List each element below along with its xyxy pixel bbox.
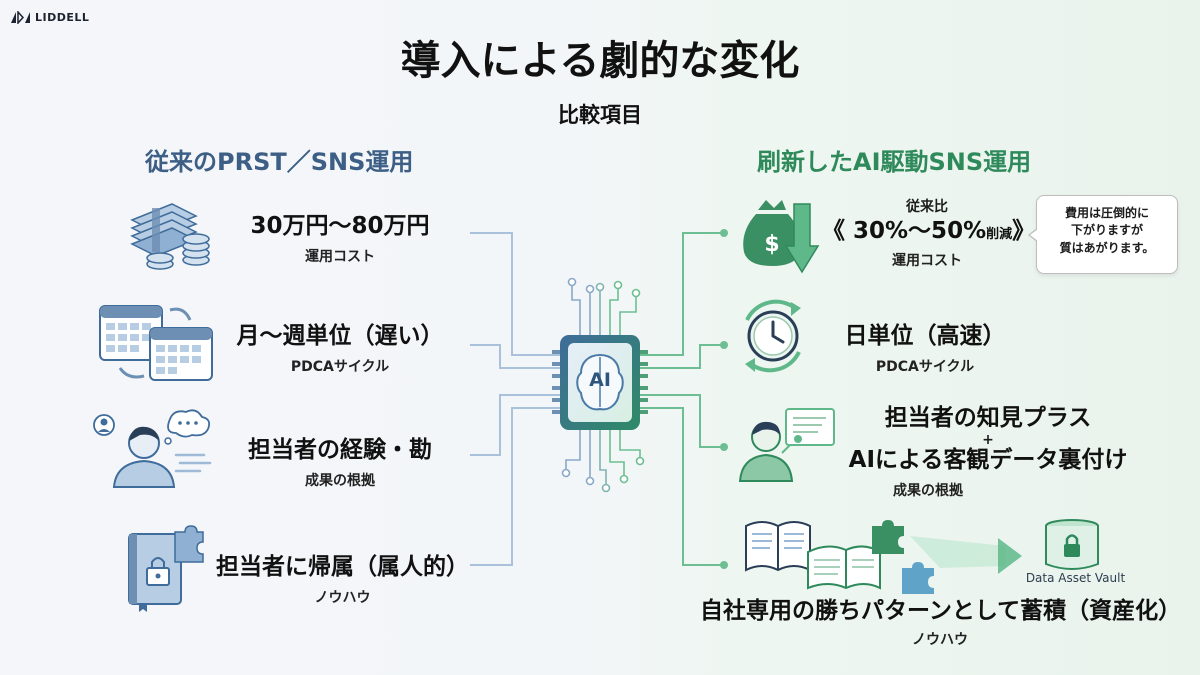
right-item-basis-sub: 成果の根拠: [893, 483, 963, 499]
vault-label: Data Asset Vault: [1025, 571, 1126, 585]
right-item-cost-pre: 従来比: [906, 199, 948, 215]
money-stack-icon: [130, 203, 210, 270]
callout-line-1: 費用は圧倒的に: [1064, 206, 1149, 220]
books-puzzle-vault-icon: [745, 520, 1022, 594]
left-item-knowhow-sub: ノウハウ: [314, 589, 371, 606]
svg-text:$: $: [764, 232, 779, 257]
page-title: 導入による劇的な変化: [400, 38, 800, 84]
left-item-cost-main: 30万円〜80万円: [250, 213, 430, 239]
page-subtitle: 比較項目: [558, 103, 642, 127]
person-thought-icon: [93, 409, 212, 488]
right-column-heading: 刷新したAI駆動SNS運用: [757, 148, 1032, 176]
data-vault-icon: [1045, 519, 1099, 570]
clock-cycle-icon: [745, 299, 801, 373]
person-document-icon: [738, 408, 835, 482]
left-item-basis-sub: 成果の根拠: [305, 472, 375, 489]
money-bag-down-icon: $: [743, 200, 820, 274]
right-item-cost: 従来比 《 30%〜50%削減》 運用コスト: [822, 196, 1035, 270]
brand-name: LIDDELL: [35, 11, 90, 24]
left-item-pdca-sub: PDCAサイクル: [290, 358, 390, 375]
ai-chip-label: AI: [589, 369, 611, 391]
right-item-knowhow-sub: ノウハウ: [912, 631, 968, 648]
right-item-basis-main: 担当者の知見プラス: [884, 405, 1092, 431]
right-item-cost-main: 《 30%〜50%削減》: [822, 218, 1035, 246]
logo-mark-icon: [11, 11, 30, 24]
cost-reduction-value: 《 30%〜50%: [822, 218, 987, 244]
cost-reduction-word: 削減: [986, 227, 1013, 242]
left-item-cost: 30万円〜80万円 運用コスト: [215, 213, 465, 266]
right-item-pdca-main: 日単位（高速）: [844, 323, 1006, 349]
right-item-basis-main2: AIによる客観データ裏付け: [848, 446, 1128, 473]
right-item-basis-plus: +: [982, 431, 994, 448]
left-item-pdca: 月〜週単位（遅い） PDCAサイクル: [215, 323, 465, 376]
right-item-basis: 担当者の知見プラス + AIによる客観データ裏付け: [836, 405, 1140, 474]
callout-bubble: 費用は圧倒的に 下がりますが 質はあがります。: [1028, 195, 1178, 274]
ai-chip: AI: [568, 343, 632, 422]
brand-logo: LIDDELL: [10, 11, 89, 24]
right-item-cost-sub: 運用コスト: [892, 252, 962, 269]
callout-line-2: 下がりますが: [1070, 223, 1143, 238]
left-item-cost-sub: 運用コスト: [305, 248, 375, 265]
ai-chip-brain-icon: [576, 353, 624, 411]
calendar-cycle-icon: [99, 305, 213, 381]
locked-book-icon: [128, 525, 204, 612]
left-column-heading: 従来のPRST／SNS運用: [145, 148, 414, 176]
right-item-pdca: 日単位（高速） PDCAサイクル: [810, 323, 1040, 376]
left-item-basis: 担当者の経験・勘 成果の根拠: [215, 437, 465, 490]
left-item-pdca-main: 月〜週単位（遅い）: [236, 323, 444, 349]
left-item-basis-main: 担当者の経験・勘: [248, 437, 432, 463]
right-item-knowhow: 自社専用の勝ちパターンとして蓄積（資産化） ノウハウ: [700, 598, 1182, 649]
right-item-knowhow-main: 自社専用の勝ちパターンとして蓄積（資産化）: [700, 598, 1182, 624]
right-item-pdca-sub: PDCAサイクル: [875, 358, 975, 375]
callout-line-3: 質はあがります。: [1059, 240, 1155, 255]
left-item-knowhow-main: 担当者に帰属（属人的）: [216, 554, 469, 580]
left-item-knowhow: 担当者に帰属（属人的） ノウハウ: [210, 554, 475, 607]
